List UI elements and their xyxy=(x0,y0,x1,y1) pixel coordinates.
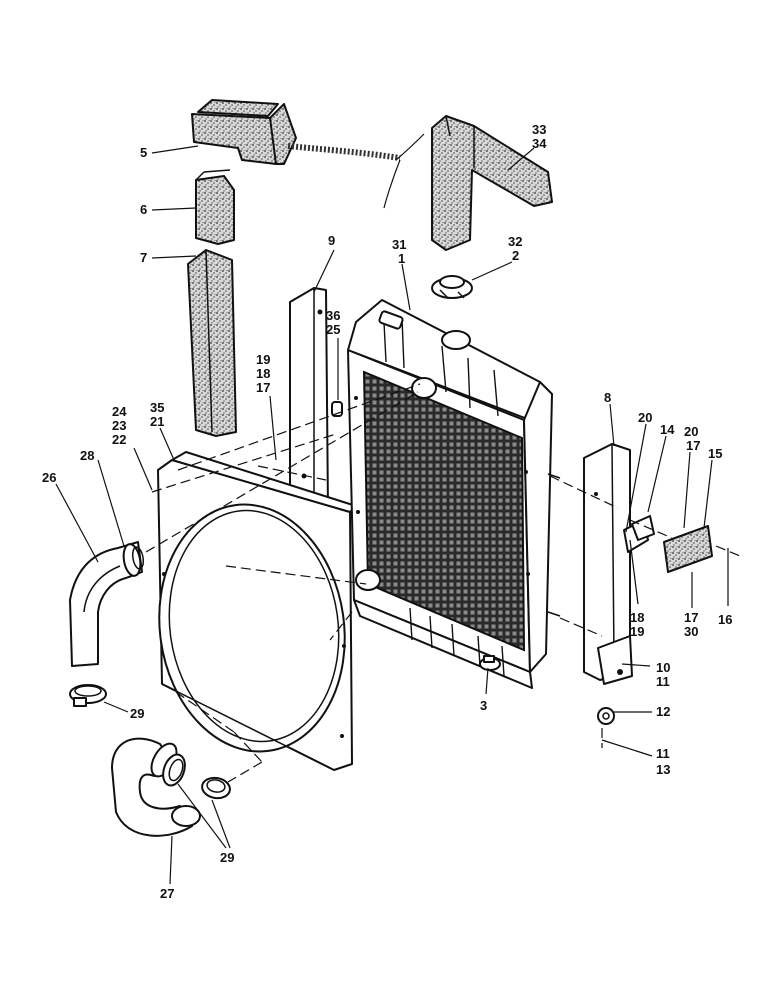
callout-36: 36 xyxy=(326,308,340,323)
foam-seal-6 xyxy=(195,169,235,245)
callout-21: 21 xyxy=(150,414,164,429)
radiator-cap xyxy=(431,275,473,299)
callout-18: 18 xyxy=(256,366,270,381)
callout-6: 6 xyxy=(140,202,147,217)
callout-13: 13 xyxy=(656,762,670,777)
callout-15: 15 xyxy=(708,446,722,461)
hose-clip-29-mid xyxy=(162,753,186,787)
callout-1: 1 xyxy=(398,251,405,266)
foam-seal-7 xyxy=(187,249,237,437)
callout-30: 30 xyxy=(684,624,698,639)
callout-2: 2 xyxy=(512,248,519,263)
seal-link-line xyxy=(395,133,425,161)
callout-16: 16 xyxy=(718,612,732,627)
callout-29a: 29 xyxy=(130,706,144,721)
callout-23: 23 xyxy=(112,418,126,433)
callout-25: 25 xyxy=(326,322,340,337)
callout-35: 35 xyxy=(150,400,164,415)
callout-34: 34 xyxy=(532,136,547,151)
foam-seal-5 xyxy=(191,99,297,165)
bracket-9 xyxy=(283,287,329,519)
assembly-lines xyxy=(145,383,741,783)
callout-19: 19 xyxy=(256,352,270,367)
callout-31: 31 xyxy=(392,237,406,252)
callout-5: 5 xyxy=(140,145,147,160)
leader-lines xyxy=(55,145,729,885)
radiator-core xyxy=(347,299,561,689)
foam-seal-33-34 xyxy=(431,115,553,251)
callout-17c: 17 xyxy=(684,610,698,625)
callout-12: 12 xyxy=(656,704,670,719)
callout-9: 9 xyxy=(328,233,335,248)
hose-clip-29-top xyxy=(69,684,107,707)
callout-24: 24 xyxy=(112,404,127,419)
callout-19b: 19 xyxy=(630,624,644,639)
seal-link-band xyxy=(287,143,401,161)
hose-26 xyxy=(69,541,143,667)
callout-17: 17 xyxy=(256,380,270,395)
callout-7: 7 xyxy=(140,250,147,265)
nut-12 xyxy=(597,707,615,725)
callout-8: 8 xyxy=(604,390,611,405)
callout-33: 33 xyxy=(532,122,546,137)
drain-tap xyxy=(479,655,501,671)
hose-clip-28 xyxy=(122,543,145,577)
seal-link-tail xyxy=(383,159,401,209)
hose-27 xyxy=(111,737,201,837)
hose-clip-29-right xyxy=(201,776,231,800)
insulator-15 xyxy=(663,525,713,573)
callout-14: 14 xyxy=(660,422,675,437)
callout-26: 26 xyxy=(42,470,56,485)
callout-20a: 20 xyxy=(638,410,652,425)
callout-3: 3 xyxy=(480,698,487,713)
callout-labels: 5 6 7 33 34 9 31 1 32 2 36 25 19 18 17 2… xyxy=(42,122,732,901)
callout-32: 32 xyxy=(508,234,522,249)
callout-22: 22 xyxy=(112,432,126,447)
callout-17b: 17 xyxy=(686,438,700,453)
callout-11b: 11 xyxy=(656,746,670,761)
callout-18b: 18 xyxy=(630,610,644,625)
callout-11a: 11 xyxy=(656,674,670,689)
callout-20b: 20 xyxy=(684,424,698,439)
callout-27: 27 xyxy=(160,886,174,901)
bracket-8 xyxy=(583,443,633,685)
callout-10: 10 xyxy=(656,660,670,675)
callout-29b: 29 xyxy=(220,850,234,865)
callout-28: 28 xyxy=(80,448,94,463)
fan-shroud xyxy=(157,451,357,771)
